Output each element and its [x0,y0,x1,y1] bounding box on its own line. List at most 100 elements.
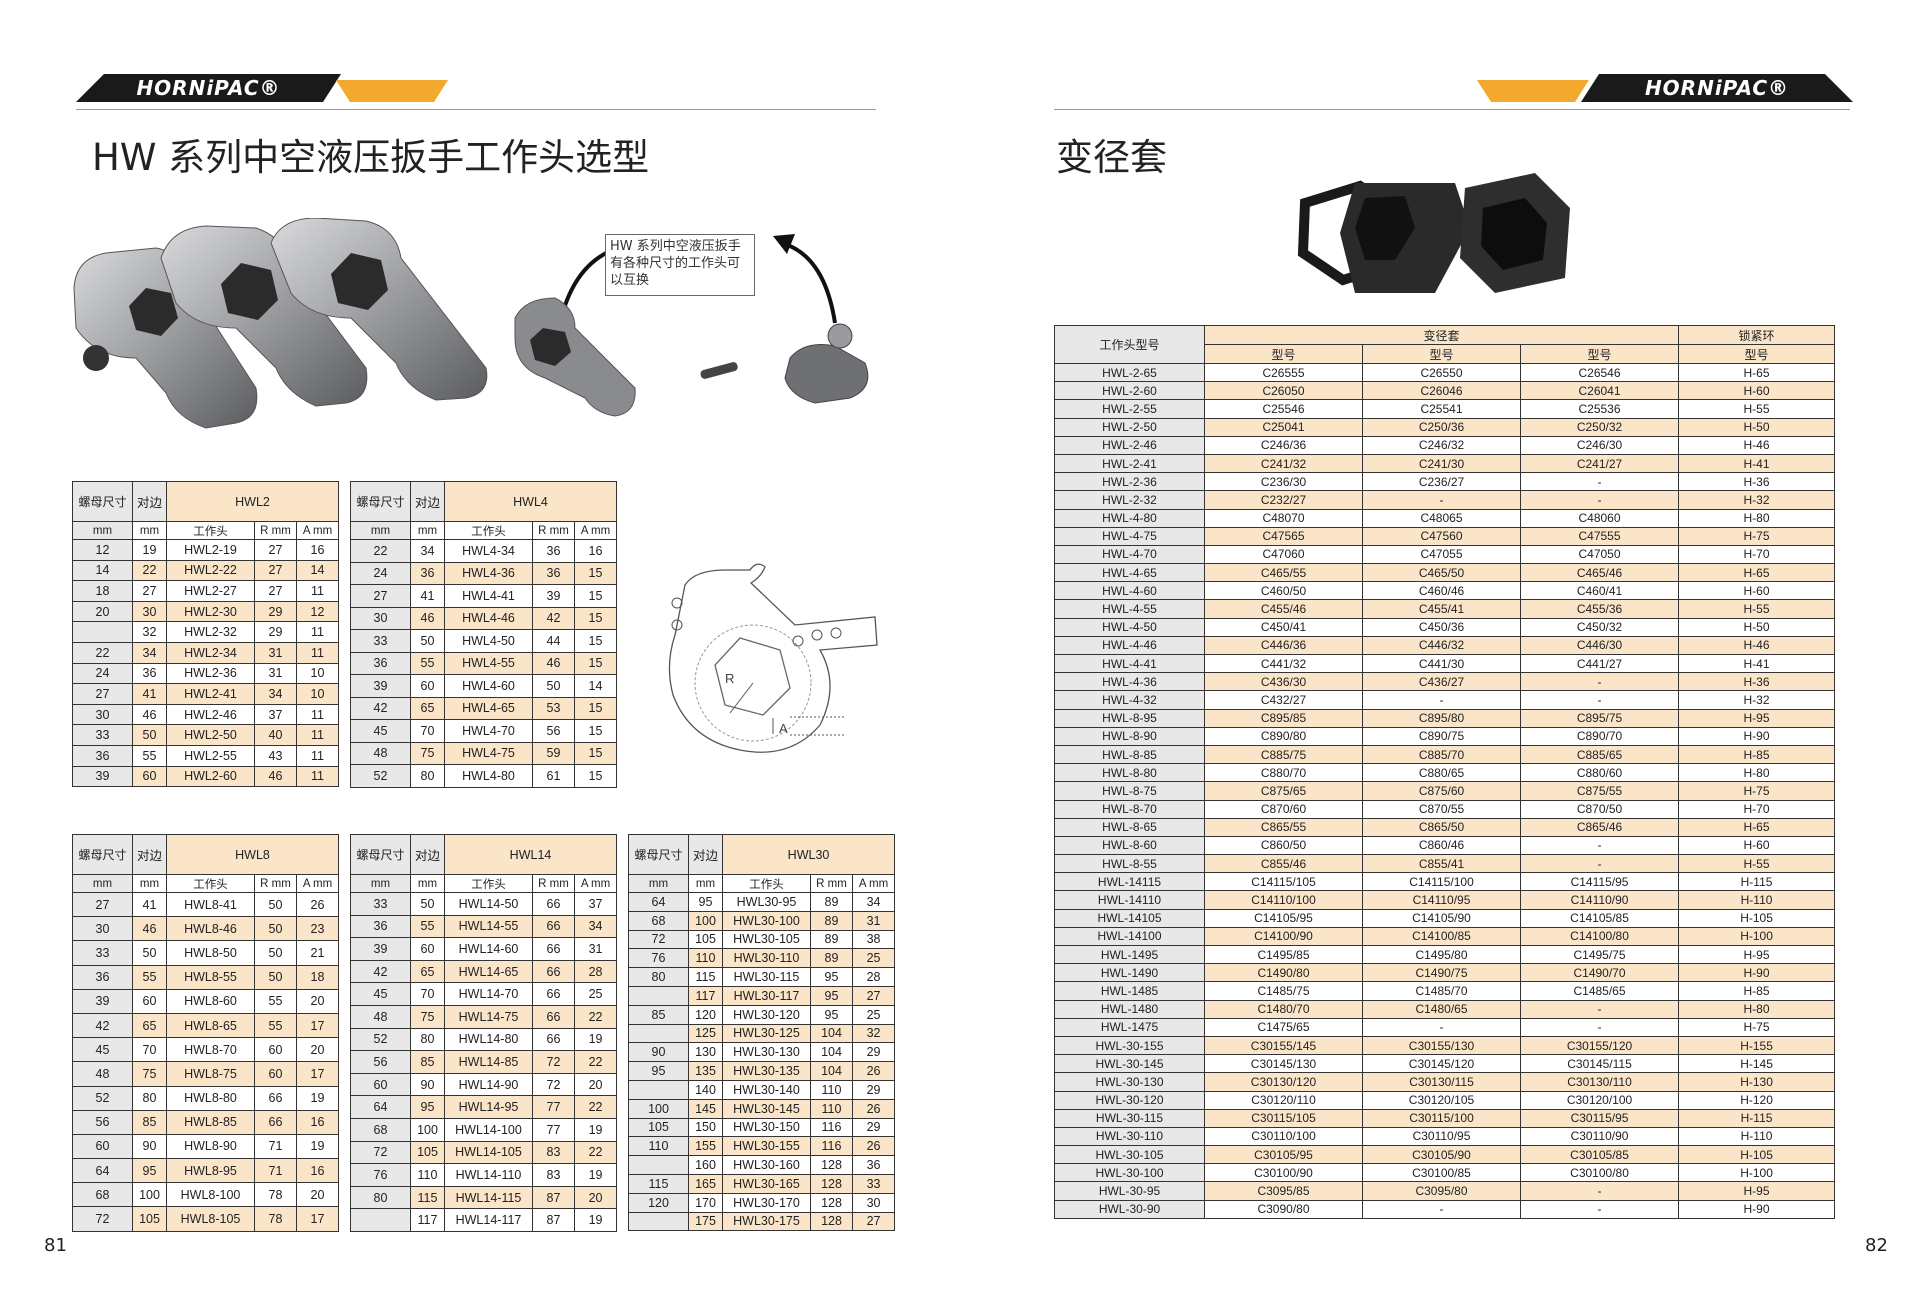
cell-nut: 45 [72,1037,133,1063]
cell-r: 34 [254,683,297,705]
cell-reducer-model: C855/46 [1204,854,1363,874]
reducer-sleeve-back-icon [1460,173,1570,293]
cell-work-head: HWL-1485 [1054,981,1205,1001]
header-mm: mm [410,874,445,893]
cell-across-flats: 27 [132,580,167,602]
cell-head: HWL14-117 [444,1208,533,1232]
cell-reducer-model: - [1519,690,1680,710]
cell-nut: 110 [628,1136,689,1157]
cell-r: 60 [254,1037,297,1063]
cell-lock-ring: H-95 [1678,1181,1836,1201]
cell-head: HWL14-80 [444,1027,533,1052]
cell-across-flats: 90 [132,1133,167,1160]
cell-a: 31 [851,910,896,931]
cell-across-flats: 65 [132,1012,167,1039]
header-model-1: 型号 [1204,344,1363,364]
arrow-head-right-icon [773,234,795,254]
cell-r: 89 [810,929,853,950]
cell-head: HWL2-34 [166,641,255,664]
cell-reducer-model: C446/36 [1204,635,1363,656]
cell-work-head: HWL-8-95 [1054,708,1205,728]
cell-across-flats: 50 [132,940,167,966]
cell-a: 29 [851,1117,896,1138]
cell-work-head: HWL-14115 [1054,872,1205,892]
right-logo-mark: HORNiPAC® [1581,74,1853,102]
cell-a: 16 [295,1158,340,1184]
cell-r: 110 [810,1098,853,1119]
cell-work-head: HWL-2-32 [1054,490,1205,510]
cell-reducer-model: C860/46 [1362,835,1521,856]
cell-r: 87 [532,1208,575,1232]
cell-across-flats: 85 [410,1050,445,1074]
pin-icon [700,362,738,379]
cell-lock-ring: H-105 [1678,1145,1836,1165]
cell-head: HWL8-41 [166,891,255,918]
cell-a: 28 [851,967,896,987]
cell-head: HWL4-55 [444,651,533,675]
cell-work-head: HWL-14100 [1054,926,1205,947]
cell-nut: 45 [350,982,411,1006]
cell-nut: 39 [72,988,133,1014]
cell-across-flats: 46 [132,916,167,942]
cell-reducer-model: C880/60 [1519,763,1680,783]
cell-reducer-model: - [1362,490,1521,510]
cell-nut: 30 [350,606,411,630]
cell-across-flats: 70 [410,982,445,1006]
cell-head: HWL30-135 [722,1061,811,1081]
cell-r: 128 [810,1155,853,1175]
cell-r: 36 [532,539,575,563]
cell-across-flats: 50 [410,892,445,916]
cell-r: 50 [254,940,297,966]
header-r-mm: R mm [254,521,297,540]
cell-a: 15 [573,764,618,788]
cell-nut: 27 [72,891,133,918]
right-logo-accent [1477,80,1589,102]
cell-reducer-model: C241/32 [1204,453,1363,474]
cell-nut: 36 [72,964,133,990]
cell-reducer-model: C47560 [1362,526,1521,546]
cell-nut: 115 [628,1173,689,1194]
cell-across-flats: 100 [410,1117,445,1142]
cell-reducer-model: C47050 [1519,544,1680,565]
left-logo-mark: HORNiPAC® [76,74,341,102]
cell-reducer-model: C14105/85 [1519,908,1680,928]
cell-reducer-model: - [1362,690,1521,710]
cell-nut [628,985,689,1006]
cell-reducer-model: C30145/115 [1519,1054,1680,1074]
header-a-mm: A mm [295,521,340,540]
cell-a: 16 [295,539,340,561]
cell-r: 29 [254,600,297,623]
cell-head: HWL4-75 [444,741,533,765]
cell-nut: 72 [72,1206,133,1232]
cell-r: 104 [810,1023,853,1044]
cell-head: HWL2-22 [166,559,255,582]
cell-head: HWL30-145 [722,1098,811,1119]
cell-nut: 30 [72,916,133,942]
cell-reducer-model: C441/27 [1519,653,1680,674]
cell-a: 15 [573,741,618,765]
header-model: HWL30 [721,834,896,875]
cell-work-head: HWL-4-36 [1054,672,1205,692]
cell-r: 110 [810,1079,853,1100]
cell-reducer-model: C870/55 [1362,799,1521,819]
cell-reducer-model: C246/36 [1204,435,1363,455]
cell-reducer-model: C1495/85 [1204,944,1363,965]
cell-head: HWL14-65 [444,959,533,984]
cell-across-flats: 30 [132,600,167,623]
